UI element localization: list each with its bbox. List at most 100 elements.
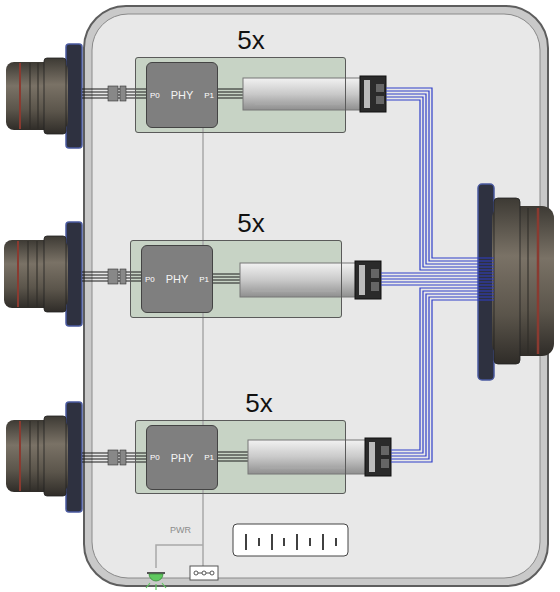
wire-terminal — [120, 269, 126, 284]
circular-connector — [17, 241, 19, 307]
wire-terminal — [108, 86, 118, 101]
chip-label: PHY — [171, 89, 194, 101]
serdes-lines — [216, 98, 244, 99]
sfp-module — [364, 80, 370, 108]
serdes-lines — [211, 280, 241, 281]
link-symbol — [194, 571, 198, 575]
multiplier-label: 5x — [245, 390, 272, 416]
chip-label: PHY — [166, 273, 189, 285]
sfp-module — [243, 78, 363, 110]
circular-connector — [44, 416, 66, 496]
sfp-module — [243, 76, 386, 112]
optical-fibre — [381, 275, 494, 276]
optical-fibre — [381, 281, 494, 282]
sfp-module — [248, 440, 368, 474]
circular-connector — [38, 63, 39, 129]
circular-connector — [19, 421, 21, 491]
optical-fibre — [381, 88, 494, 462]
power-label: PWR — [170, 525, 191, 535]
status-led — [149, 574, 163, 581]
circular-connector — [6, 402, 82, 512]
circular-connector — [528, 208, 529, 354]
power-header — [309, 538, 311, 546]
sfp-module — [252, 291, 336, 292]
management-bus — [203, 313, 204, 425]
chip-label: PHY — [171, 452, 194, 464]
optical-fibre — [391, 291, 494, 453]
port-label: P0 — [150, 91, 160, 100]
sfp-module — [369, 442, 375, 472]
copper-wire — [82, 89, 146, 462]
serdes-lines — [216, 95, 244, 96]
optical-fibre — [386, 91, 494, 261]
sfp-module — [240, 261, 381, 299]
circular-connector — [537, 208, 540, 354]
wire-terminal — [120, 86, 126, 101]
power-header — [258, 538, 260, 546]
link-symbol — [202, 571, 206, 575]
optical-fibre — [391, 300, 494, 462]
sfp-module — [371, 269, 379, 278]
serdes-lines — [216, 458, 249, 459]
optical-fibre — [381, 284, 494, 285]
housing — [84, 6, 548, 586]
link-symbol — [206, 573, 210, 574]
port-label: P1 — [204, 453, 214, 462]
management-line — [156, 490, 203, 568]
serdes-lines — [216, 455, 249, 456]
power-header — [283, 538, 285, 546]
multiplier-label: 5x — [237, 27, 264, 53]
sfp-module — [371, 282, 379, 291]
link-symbol — [198, 573, 202, 574]
wire-terminal — [120, 450, 126, 465]
wire-terminal — [108, 86, 126, 465]
sfp-module — [240, 263, 358, 297]
circular-connector — [30, 63, 31, 129]
management-bus — [202, 128, 204, 245]
sfp-module — [360, 76, 386, 112]
serdes-lines — [216, 89, 244, 90]
port-label: P0 — [145, 275, 155, 284]
status-led — [162, 583, 166, 588]
optical-fibre — [386, 88, 494, 258]
optical-fibre — [391, 297, 494, 459]
phy-chip: P0PHYP1 — [141, 245, 213, 313]
link-symbol — [210, 571, 214, 575]
serdes-lines — [216, 452, 249, 453]
circular-connector — [6, 44, 82, 148]
phy-chip: P0PHYP1 — [146, 425, 218, 490]
multiplier-label: 5x — [237, 210, 264, 236]
link-symbol — [190, 566, 218, 580]
sfp-module — [376, 84, 384, 92]
power-header — [296, 534, 298, 550]
serdes-lines — [211, 283, 241, 284]
serdes-lines — [216, 461, 249, 462]
port-label: P1 — [204, 91, 214, 100]
sfp-module — [381, 446, 389, 455]
optical-fibre — [391, 288, 494, 450]
serdes-lines — [211, 274, 241, 275]
power-header — [335, 538, 337, 546]
sfp-module — [381, 459, 389, 468]
sfp-module — [365, 438, 391, 476]
status-led — [146, 573, 166, 590]
management-bus — [203, 128, 204, 245]
circular-connector — [494, 198, 520, 364]
power-header — [271, 534, 273, 550]
optical-fibre — [381, 272, 494, 273]
wire-terminal — [108, 269, 118, 284]
power-header — [245, 534, 247, 550]
circular-connector — [44, 58, 66, 134]
wire-terminal — [108, 450, 118, 465]
serdes-lines — [211, 277, 241, 278]
port-module: 5xP0PHYP1 — [135, 57, 346, 133]
power-header — [233, 524, 348, 556]
link-symbol — [190, 566, 218, 580]
sfp-module — [355, 261, 381, 299]
phy-chip: P0 PHY P1 — [146, 62, 218, 128]
circular-connector — [66, 44, 82, 148]
circular-connector — [28, 241, 29, 307]
